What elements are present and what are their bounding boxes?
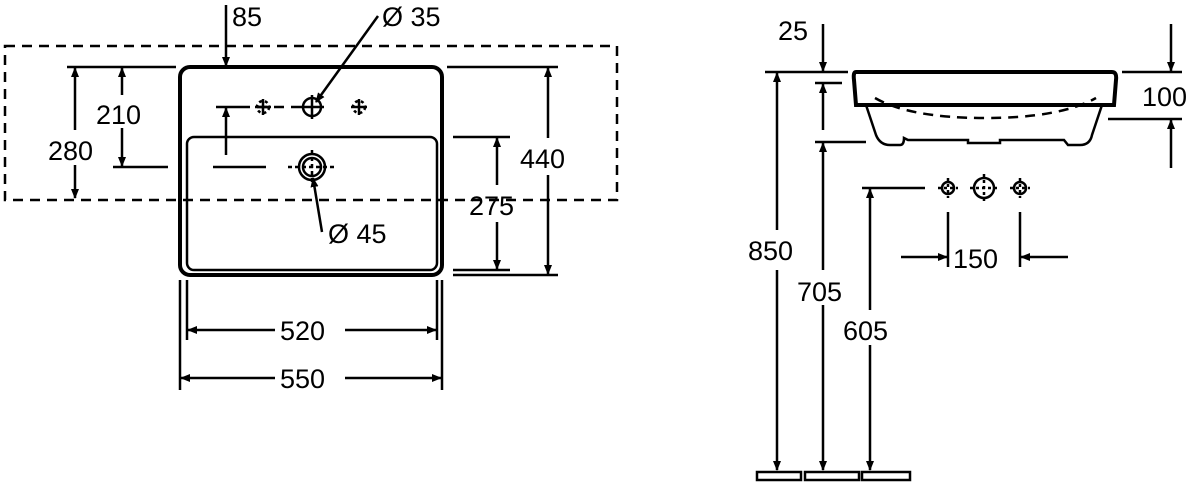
dim-overall-width: 550	[280, 364, 325, 394]
tap-holes	[240, 95, 367, 119]
dim-top-height: 850	[748, 236, 793, 266]
tap-hole-right-icon	[351, 99, 367, 115]
dim-bowl-width: 520	[280, 316, 325, 346]
tap-hole-left-icon	[938, 178, 958, 198]
dim-height: 100	[1142, 82, 1187, 112]
floor-line	[755, 470, 912, 482]
dim-tap-spacing: 150	[953, 244, 998, 274]
dim-bowl-depth: 275	[469, 191, 514, 221]
dim-tap-offset: 85	[232, 2, 262, 32]
basin-bowl-hidden-line	[874, 96, 1097, 120]
tap-hole-right-icon	[1010, 178, 1030, 198]
dim-rim: 25	[778, 16, 808, 46]
tap-holes-side	[938, 174, 1030, 202]
basin-outer-outline	[178, 65, 444, 277]
tap-hole-center-icon	[300, 95, 324, 119]
dim-tap-from-back: 210	[96, 100, 141, 130]
plan-view: 85 Ø 35 Ø 45 280 210 440 275	[3, 2, 619, 394]
tap-hole-left-icon	[255, 99, 271, 115]
dim-overall-depth: 440	[520, 144, 565, 174]
countertop-cutout-outline	[3, 44, 619, 202]
dim-bottom-height: 705	[797, 277, 842, 307]
dim-cutout-depth: 280	[48, 136, 93, 166]
dim-tap-height: 605	[843, 316, 888, 346]
basin-side-rim	[851, 70, 1119, 107]
side-view: 25 100 150 850 705 605	[748, 16, 1187, 482]
bowl-inner-outline	[185, 135, 439, 272]
dim-drain-hole: Ø 45	[328, 219, 387, 249]
tap-hole-center-icon	[970, 174, 998, 202]
dim-tap-hole: Ø 35	[382, 2, 441, 32]
basin-side-body	[864, 104, 1104, 147]
